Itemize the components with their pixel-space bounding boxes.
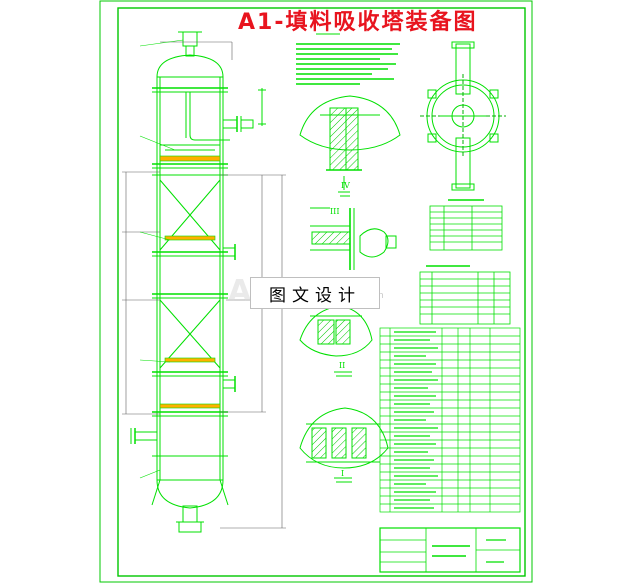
top-view-flange (420, 41, 506, 191)
detail-section-iii (310, 207, 397, 270)
nozzle-table (419, 265, 511, 325)
detail-section-ii (299, 305, 373, 373)
title-block (379, 527, 521, 573)
design-data-table (429, 199, 503, 251)
watermark-ghost-logo: A (228, 270, 408, 314)
detail-section-i (299, 407, 389, 479)
section-label-i: I (341, 469, 344, 478)
ghost-logo-glyphs: A (228, 274, 260, 309)
section-labels: IV III II I (330, 181, 350, 478)
parts-list-table (379, 327, 521, 513)
detail-section-iv (299, 95, 401, 193)
section-label-iv: IV (341, 181, 350, 190)
section-label-ii: II (339, 361, 345, 370)
drawing-frame (99, 0, 533, 583)
distributor-plates (159, 155, 221, 409)
watermark-text: 图文设计 (269, 285, 361, 306)
section-markers (336, 195, 352, 483)
watermark-box: 图文设计 (250, 277, 380, 309)
section-label-iii: III (330, 207, 339, 216)
parts-list-entries (394, 331, 438, 509)
absorption-tower-elevation (130, 31, 266, 533)
technical-requirements-block (296, 33, 400, 85)
leader-lines (139, 39, 184, 479)
drawing-title: A1-填料吸收塔装备图 (238, 10, 478, 35)
watermark-ghost-suffix: n (378, 291, 384, 301)
